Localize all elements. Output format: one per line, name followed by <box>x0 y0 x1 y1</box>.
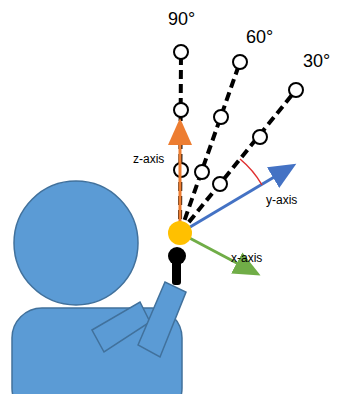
device-head <box>168 247 186 265</box>
markers <box>174 45 303 191</box>
axis-label: x-axis <box>231 252 262 264</box>
person <box>12 181 186 394</box>
angle-arc <box>240 159 262 185</box>
angle-label: 30° <box>303 52 330 70</box>
z-axis-arrow <box>179 130 182 233</box>
joint <box>168 221 192 245</box>
angle-label: 60° <box>246 28 273 46</box>
angle-label: 90° <box>168 10 195 28</box>
axis-label: z-axis <box>133 153 164 165</box>
axis-label: y-axis <box>266 194 297 206</box>
